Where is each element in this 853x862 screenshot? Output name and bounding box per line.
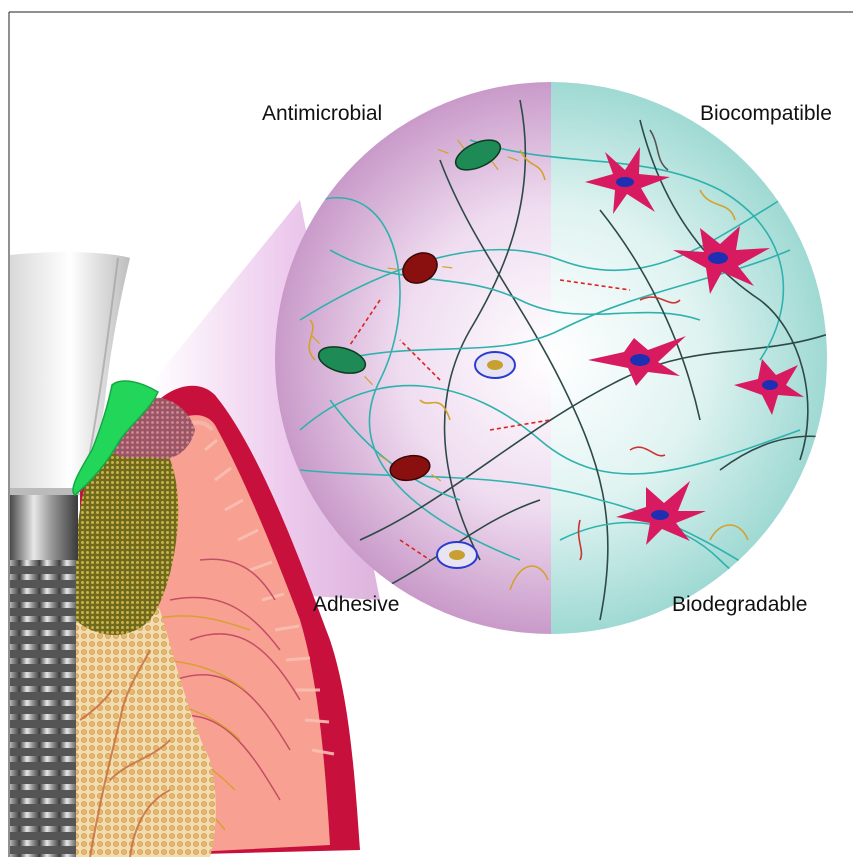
magnified-view — [275, 82, 840, 634]
label-adhesive: Adhesive — [313, 594, 399, 615]
label-antimicrobial: Antimicrobial — [262, 103, 382, 124]
label-biocompatible: Biocompatible — [700, 103, 832, 124]
label-biodegradable: Biodegradable — [672, 594, 807, 615]
implant-screw — [10, 488, 80, 857]
